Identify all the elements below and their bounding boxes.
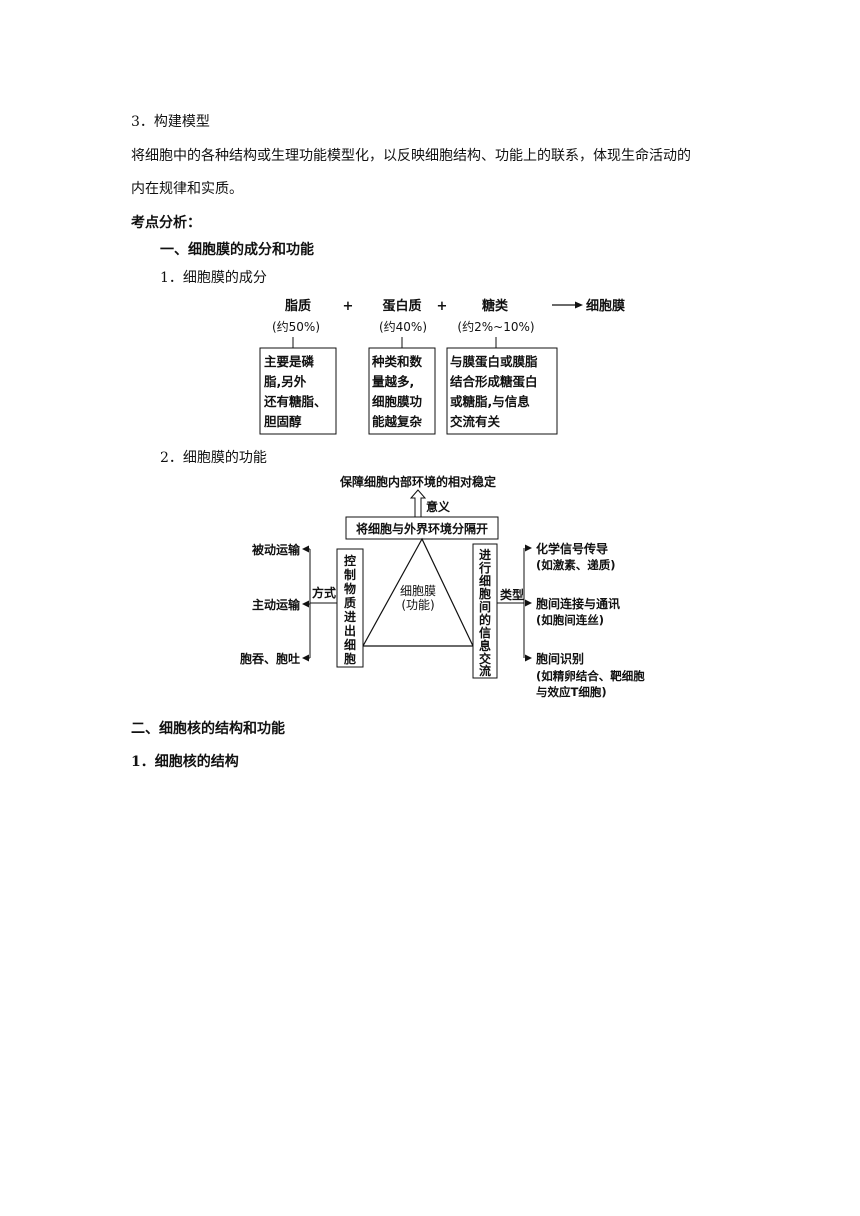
right-box-char-9: 交 xyxy=(479,651,491,666)
membrane-result-label: 细胞膜 xyxy=(586,298,625,314)
lipid-label: 脂质 xyxy=(284,298,311,314)
protein-note-2: 量越多, xyxy=(372,374,414,389)
passive-transport: 被动运输 xyxy=(252,542,301,557)
left-box-char-2: 制 xyxy=(344,567,356,582)
result-arrowhead-icon xyxy=(575,301,583,309)
method-label: 方式 xyxy=(312,585,336,600)
right-box-char-1: 进 xyxy=(479,547,491,562)
left-box-char-8: 胞 xyxy=(344,651,356,666)
arrow-junction-icon xyxy=(525,599,532,607)
right-box-char-10: 流 xyxy=(479,663,491,678)
protein-label: 蛋白质 xyxy=(382,298,421,314)
cell-junction: 胞间连接与通讯 xyxy=(536,596,620,611)
right-box-char-6: 的 xyxy=(479,612,491,627)
endo-exocytosis: 胞吞、胞吐 xyxy=(240,651,300,666)
separate-label: 将细胞与外界环境分隔开 xyxy=(356,521,488,536)
sugar-note-2: 结合形成糖蛋白 xyxy=(450,374,538,389)
paragraph-line-2: 内在规律和实质。 xyxy=(131,181,243,197)
sub2-heading: 2．细胞膜的功能 xyxy=(160,450,267,466)
right-box-char-2: 行 xyxy=(478,560,491,575)
lipid-note-4: 胆固醇 xyxy=(264,414,302,429)
paragraph-line-1: 将细胞中的各种结构或生理功能模型化，以反映细胞结构、功能上的联系，体现生命活动的 xyxy=(131,148,691,164)
lipid-note-3: 还有糖脂、 xyxy=(263,394,327,409)
arrow-recognition-icon xyxy=(525,654,532,662)
part1-heading: 一、细胞膜的成分和功能 xyxy=(160,242,314,258)
sugar-note-3: 或糖脂,与信息 xyxy=(450,394,530,409)
control-transport-box xyxy=(336,548,364,668)
left-box-char-4: 质 xyxy=(344,595,356,610)
active-transport: 主动运输 xyxy=(252,597,301,612)
sugar-note-box xyxy=(446,347,558,435)
stability-label: 保障细胞内部环境的相对稳定 xyxy=(339,474,496,489)
sugar-note-1: 与膜蛋白或膜脂 xyxy=(450,354,538,369)
left-box-char-1: 控 xyxy=(344,553,356,568)
plus-1: + xyxy=(343,299,354,314)
sugar-percent: (约2%~10%) xyxy=(457,319,534,334)
center-label-2: (功能) xyxy=(401,598,434,612)
sub1-heading: 1．细胞膜的成分 xyxy=(160,270,267,286)
left-box-char-5: 进 xyxy=(344,609,356,624)
analysis-heading: 考点分析： xyxy=(131,215,201,231)
membrane-composition-diagram: 脂质 + 蛋白质 + 糖类 细胞膜 (约50%) (约40%) (约2%~10%… xyxy=(259,298,625,435)
right-box-char-8: 息 xyxy=(479,638,491,653)
arrow-passive-icon xyxy=(302,545,309,553)
type-label: 类型 xyxy=(500,587,524,602)
cell-recognition-note-2: 与效应T细胞) xyxy=(536,685,607,699)
cell-junction-note: (如胞间连丝) xyxy=(536,613,604,627)
protein-note-1: 种类和数 xyxy=(371,354,423,369)
protein-note-3: 细胞膜功 xyxy=(372,394,422,409)
meaning-arrow-icon xyxy=(409,489,427,518)
arrow-chemical-icon xyxy=(525,544,532,552)
right-box-char-3: 细 xyxy=(479,573,491,588)
lipid-note-box xyxy=(259,347,337,435)
left-box-char-3: 物 xyxy=(344,581,356,596)
lipid-note-2: 脂,另外 xyxy=(263,374,307,389)
lipid-note-1: 主要是磷 xyxy=(264,354,315,369)
sugar-note-4: 交流有关 xyxy=(450,414,501,429)
right-box-char-5: 间 xyxy=(479,599,491,614)
right-box-char-4: 胞 xyxy=(479,586,491,601)
right-box-char-7: 信 xyxy=(479,625,491,640)
section3-heading: 3．构建模型 xyxy=(131,114,210,130)
left-box-char-7: 细 xyxy=(344,637,356,652)
chemical-signal-note: (如激素、递质) xyxy=(536,558,616,572)
protein-note-box xyxy=(368,347,436,435)
left-box-char-6: 出 xyxy=(344,623,356,638)
cell-recognition-note-1: (如精卵结合、靶细胞 xyxy=(536,669,645,683)
arrow-endo-icon xyxy=(302,654,309,662)
lipid-percent: (约50%) xyxy=(272,319,320,334)
plus-2: + xyxy=(437,299,448,314)
part2-heading: 二、细胞核的结构和功能 xyxy=(131,721,285,737)
part2-sub1-heading: 1．细胞核的结构 xyxy=(131,754,239,770)
protein-percent: (约40%) xyxy=(379,319,427,334)
info-exchange-box xyxy=(472,543,498,679)
membrane-triangle xyxy=(361,537,474,647)
meaning-label: 意义 xyxy=(426,499,451,514)
cell-recognition: 胞间识别 xyxy=(536,651,584,666)
arrow-active-icon xyxy=(302,600,309,608)
protein-note-4: 能越复杂 xyxy=(372,414,423,429)
membrane-function-diagram: 保障细胞内部环境的相对稳定 意义 将细胞与外界环境分隔开 细胞膜 (功能) 控 … xyxy=(240,474,645,699)
chemical-signal: 化学信号传导 xyxy=(536,541,608,556)
sugar-label: 糖类 xyxy=(482,298,509,314)
center-label-1: 细胞膜 xyxy=(400,584,436,598)
